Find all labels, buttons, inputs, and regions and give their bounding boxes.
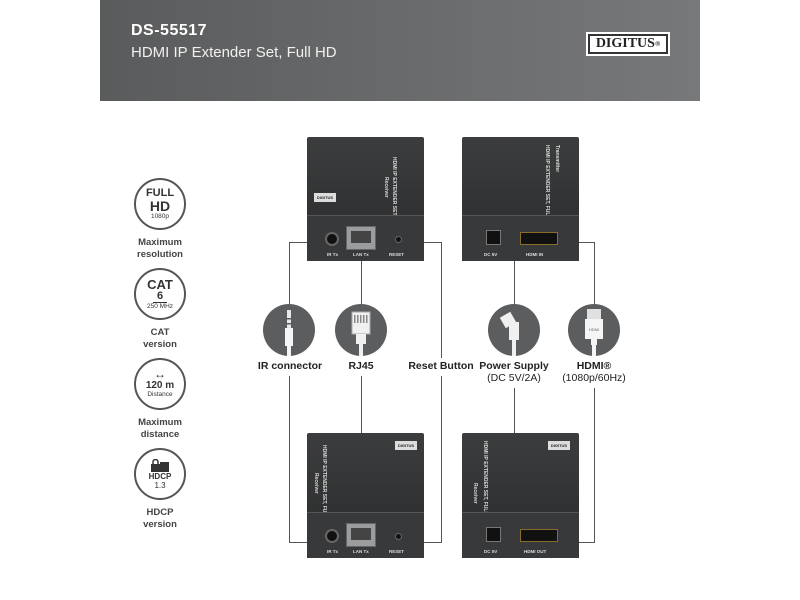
connector-line <box>594 242 595 304</box>
lock-icon <box>151 458 169 472</box>
connector-line <box>289 542 311 543</box>
device-front-panel: DC 5V HDMI IN <box>462 215 579 261</box>
connector-line <box>289 376 290 542</box>
ir-connector-label: IR connector <box>257 360 323 372</box>
connector-line <box>421 542 442 543</box>
brand-logo: DIGITUS® <box>586 32 670 56</box>
ir-port <box>325 232 339 246</box>
device-subtitle: Receiver <box>472 483 478 504</box>
device-logo: DIGITUS <box>548 441 570 450</box>
connector-line <box>441 376 442 542</box>
device-logo: DIGITUS <box>314 193 336 202</box>
hdmi-out-port <box>520 529 558 542</box>
device-logo: DIGITUS <box>395 441 417 450</box>
model-number: DS-55517 <box>131 22 208 39</box>
svg-text:HDMI: HDMI <box>589 327 599 332</box>
reset-button <box>395 236 402 243</box>
device-front-panel: IR Tx LAN Tx RESET <box>307 215 424 261</box>
dc-port <box>486 230 501 245</box>
connector-line <box>441 242 442 358</box>
lan-port <box>346 226 376 250</box>
dc-plug-icon <box>499 311 519 356</box>
power-supply-label: Power Supply(DC 5V/2A) <box>479 360 549 384</box>
connector-line <box>289 242 290 304</box>
power-supply-circle <box>488 304 540 356</box>
device-front-panel: IR Tx LAN Tx RESET <box>307 512 424 558</box>
device-bottom-left: DIGITUS HDMI IP EXTENDER SET, FULL HD Re… <box>307 433 424 558</box>
ir-port <box>325 529 339 543</box>
hdcp-badge: HDCP 1.3 <box>134 448 186 500</box>
connector-line <box>574 542 595 543</box>
arrows-icon: ↔ <box>154 367 166 381</box>
hdmi-in-port <box>520 232 558 245</box>
device-subtitle: Receiver <box>383 177 389 198</box>
connector-line <box>361 247 362 304</box>
connector-line <box>514 248 515 304</box>
hdmi-label: HDMI®(1080p/60Hz) <box>562 360 626 384</box>
lan-port <box>346 523 376 547</box>
product-subtitle: HDMI IP Extender Set, Full HD <box>131 44 337 61</box>
audio-jack-icon <box>285 310 293 356</box>
device-top-left: DIGITUS HDMI IP EXTENDER SET, FULL HD Re… <box>307 137 424 261</box>
device-subtitle: Transmitter <box>554 145 560 173</box>
ir-connector-circle <box>263 304 315 356</box>
dc-port <box>486 527 501 542</box>
hdmi-plug-icon: HDMI <box>585 309 603 356</box>
device-title: HDMI IP EXTENDER SET, FULL HD <box>482 441 488 524</box>
reset-button <box>395 533 402 540</box>
cat6-badge: CAT 6 250 MHz <box>134 268 186 320</box>
reset-button-label: Reset Button <box>408 360 474 372</box>
connector-line <box>289 242 311 243</box>
device-bottom-right: DIGITUS HDMI IP EXTENDER SET, FULL HD Re… <box>462 433 579 558</box>
rj45-circle <box>335 304 387 356</box>
header-banner: DS-55517 HDMI IP Extender Set, Full HD D… <box>100 0 700 101</box>
device-front-panel: DC 5V HDMI OUT <box>462 512 579 558</box>
device-subtitle: Receiver <box>313 473 319 494</box>
hdmi-circle: HDMI <box>568 304 620 356</box>
connector-line <box>574 242 595 243</box>
connector-line <box>594 388 595 542</box>
rj45-label: RJ45 <box>348 360 374 372</box>
device-top-right: HDMI IP EXTENDER SET, FULL HD Transmitte… <box>462 137 579 261</box>
rj45-plug-icon <box>351 311 371 356</box>
full-hd-badge: FULL HD 1080p <box>134 178 186 230</box>
distance-badge: ↔ 120 m Distance <box>134 358 186 410</box>
connector-line <box>421 242 442 243</box>
